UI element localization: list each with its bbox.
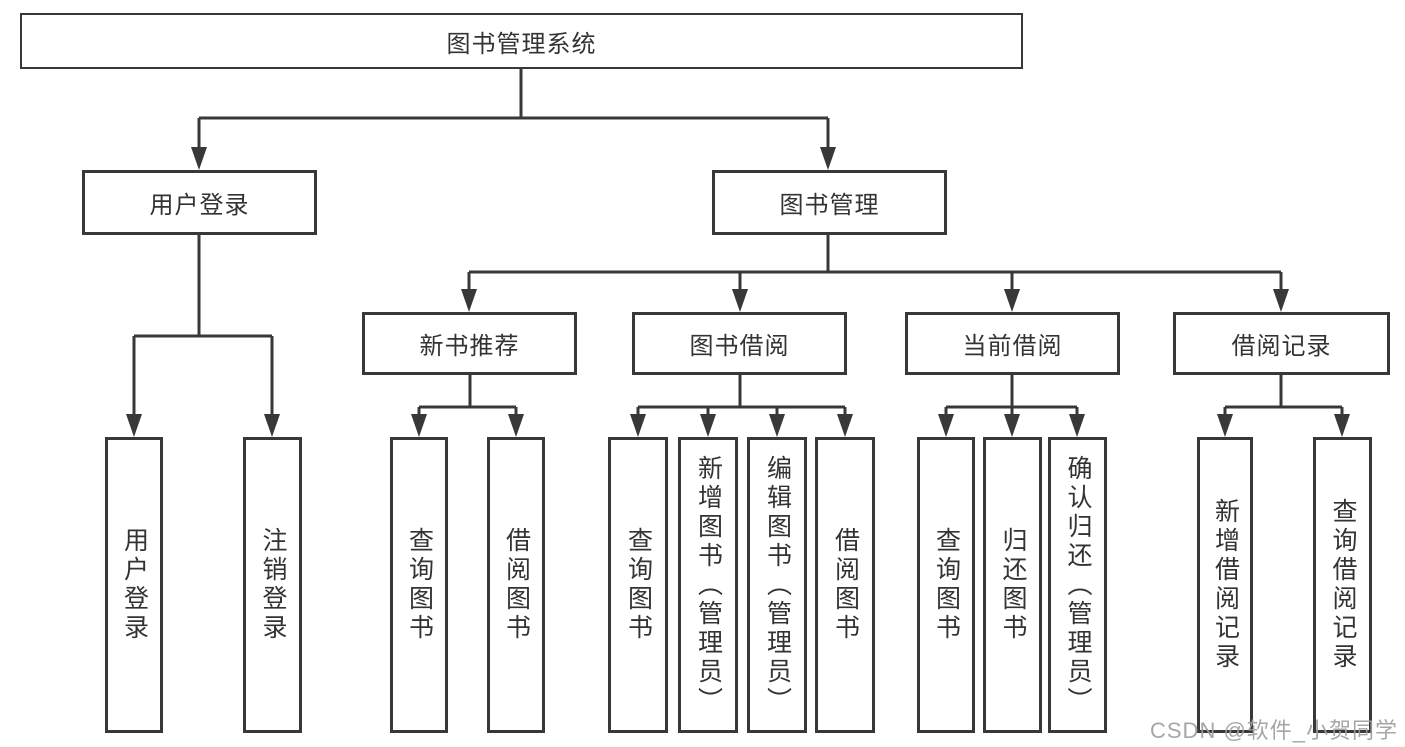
leaf-newrec-query-books: 查询图书 [390,437,448,733]
node-label: 查询图书 [405,527,434,643]
leaf-records-add-borrow-record: 新增借阅记录 [1197,437,1253,733]
leaf-borrow-borrow-books: 借阅图书 [815,437,875,733]
leaf-borrow-query-books: 查询图书 [608,437,668,733]
node-label: 查询图书 [624,527,653,643]
node-label: 借阅图书 [831,527,860,643]
node-book-borrowing: 图书借阅 [632,312,847,375]
node-label: 图书管理 [779,192,880,219]
leaf-current-return-books: 归还图书 [983,437,1042,733]
node-book-management: 图书管理 [712,170,947,235]
node-label: 图书管理系统 [446,30,597,58]
node-label: 当前借阅 [962,333,1063,360]
node-library-management-system: 图书管理系统 [20,13,1023,69]
node-label: 借阅图书 [502,527,531,643]
node-label: 编辑图书（管理员） [763,454,792,716]
node-label: 查询图书 [932,527,961,643]
node-label: 查询借阅记录 [1329,498,1357,672]
leaf-user-login: 用户登录 [105,437,163,733]
node-label: 用户登录 [149,192,250,219]
node-label: 新增借阅记录 [1211,498,1240,672]
node-label: 图书借阅 [689,333,790,360]
leaf-current-query-books: 查询图书 [917,437,975,733]
leaf-borrow-edit-books-admin: 编辑图书（管理员） [747,437,807,733]
leaf-current-confirm-return-admin: 确认归还（管理员） [1048,437,1107,733]
node-label: 借阅记录 [1231,333,1332,360]
arrowhead-icons [126,147,1350,437]
leaf-newrec-borrow-books: 借阅图书 [487,437,545,733]
node-label: 新增图书（管理员） [694,454,723,716]
node-label: 新书推荐 [419,333,520,360]
node-label: 归还图书 [999,527,1027,643]
node-label: 确认归还（管理员） [1064,454,1092,716]
node-label: 注销登录 [259,527,287,643]
csdn-watermark: CSDN @软件_小贺同学 [1150,718,1399,743]
node-new-book-recommend: 新书推荐 [362,312,577,375]
leaf-borrow-add-books-admin: 新增图书（管理员） [678,437,738,733]
leaf-logout: 注销登录 [243,437,302,733]
node-label: 用户登录 [120,527,149,643]
node-user-login: 用户登录 [82,170,317,235]
node-borrowing-records: 借阅记录 [1173,312,1390,375]
node-current-borrowing: 当前借阅 [905,312,1120,375]
leaf-records-query-borrow-record: 查询借阅记录 [1313,437,1372,733]
